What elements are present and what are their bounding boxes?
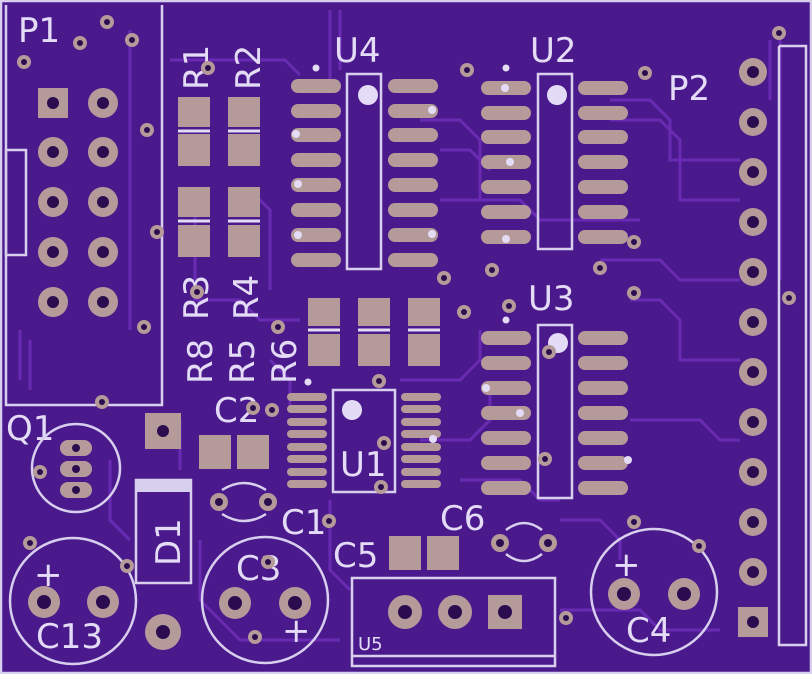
label-u3: U3 [528, 279, 575, 319]
label-c6: C6 [440, 499, 485, 539]
diode-d1: D1 [134, 413, 193, 650]
regulator-u5: U5 [350, 576, 557, 668]
label-r5: R5 [223, 339, 263, 384]
label-p2: P2 [668, 69, 710, 109]
u4-pads-right [388, 79, 438, 267]
label-u4: U4 [334, 31, 381, 71]
u1-pads-right [401, 393, 441, 488]
r2-pad-bottom [228, 134, 260, 166]
r5-pad-top [358, 298, 390, 326]
label-r8: R8 [181, 339, 221, 384]
label-u2: U2 [530, 31, 577, 71]
label-u1: U1 [340, 445, 387, 485]
p1-pin-1-hole [47, 97, 59, 109]
label-r4: R4 [227, 275, 267, 320]
u3-pads-left [481, 331, 531, 495]
capacitor-c5: C5 [333, 536, 459, 576]
label-c4: C4 [626, 611, 671, 651]
r6-pad-bottom [408, 334, 440, 366]
u1-pads-left [287, 393, 327, 488]
label-p1: P1 [18, 11, 60, 51]
u2-pads-left [481, 81, 531, 244]
r3-pad-top [178, 187, 210, 217]
r8-pad-bottom [308, 334, 340, 366]
p1-key [4, 148, 28, 257]
u3-pads-right [578, 331, 628, 495]
r2-pad-top [228, 97, 260, 127]
u2-pads-right [578, 81, 628, 244]
p2-outline [777, 44, 808, 647]
u4-outline [345, 72, 383, 271]
resistors-r5-r8 [308, 298, 440, 366]
connector-p2: P2 [668, 44, 808, 647]
label-c13: C13 [36, 617, 103, 657]
label-c3: C3 [236, 549, 281, 589]
capacitor-c1: C1 [210, 481, 326, 543]
ic-u2: U2 [481, 31, 628, 251]
c3-plus: + [282, 611, 311, 651]
copper-traces [18, 10, 782, 642]
capacitor-c6: C6 [440, 499, 557, 563]
connector-p1: P1 [4, 5, 164, 407]
r1-pad-top [178, 97, 210, 127]
label-r2: R2 [229, 45, 269, 90]
r8-pad-top [308, 298, 340, 326]
r4-pad-top [228, 187, 260, 217]
label-d1: D1 [149, 518, 189, 566]
ic-u1: U1 [287, 378, 441, 494]
u3-outline [536, 323, 574, 500]
label-u5: U5 [358, 634, 383, 655]
label-q1: Q1 [6, 409, 54, 449]
u2-outline [536, 72, 574, 251]
ic-u4: U4 [291, 31, 438, 271]
r1-pad-bottom [178, 134, 210, 166]
resistors-r1-r4: R1 R2 R3 R4 R8 R5 R6 [177, 45, 305, 384]
u1-outline [331, 388, 397, 494]
transistor-q1: Q1 [6, 409, 122, 514]
capacitor-c3: C3 + [200, 535, 330, 665]
u5-outline [350, 576, 557, 668]
r5-pad-bottom [358, 334, 390, 366]
u4-pads-left [291, 79, 341, 267]
vias [17, 15, 796, 644]
r3-pad-bottom [178, 225, 210, 257]
capacitor-c4: + C4 [589, 527, 719, 657]
capacitor-c13: + C13 [8, 536, 138, 666]
label-r6: R6 [265, 339, 305, 384]
label-c1: C1 [281, 503, 326, 543]
r6-pad-top [408, 298, 440, 326]
r4-pad-bottom [228, 225, 260, 257]
label-c5: C5 [333, 536, 378, 576]
